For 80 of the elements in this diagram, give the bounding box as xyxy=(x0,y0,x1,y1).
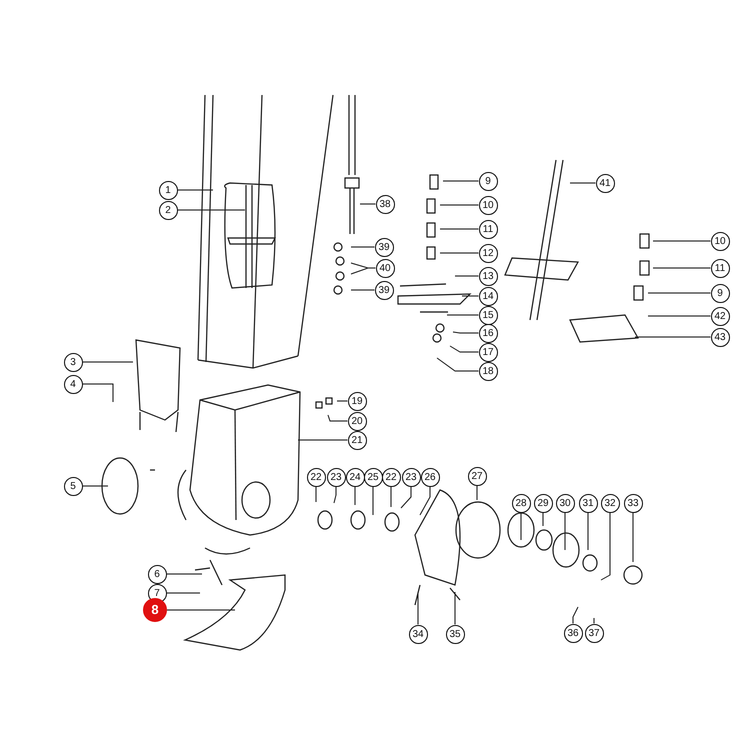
callout-number: 32 xyxy=(600,494,620,512)
leader-line xyxy=(600,512,610,580)
leader-line xyxy=(166,592,200,594)
leader-line xyxy=(452,332,479,334)
leader-line xyxy=(570,182,596,184)
callout-number: 2 xyxy=(158,200,178,220)
callout-number: 23 xyxy=(326,468,346,486)
callout-number: 29 xyxy=(534,494,552,512)
leader-line xyxy=(354,486,356,506)
callout-number: 42 xyxy=(710,306,730,326)
callout-number: 22 xyxy=(382,468,400,486)
leader-line xyxy=(632,512,634,562)
leader-line xyxy=(436,358,479,372)
leader-line xyxy=(350,268,376,274)
callout-number: 11 xyxy=(478,220,498,238)
callout-number: 17 xyxy=(478,342,498,362)
leader-line xyxy=(442,180,479,182)
callout-number: 26 xyxy=(420,468,440,486)
callout-number: 16 xyxy=(478,324,498,342)
leader-line xyxy=(420,486,430,516)
callout-number: 3 xyxy=(64,352,82,372)
callout-number: 14 xyxy=(478,286,498,306)
leader-line xyxy=(390,486,392,508)
leader-line xyxy=(440,252,479,254)
callout-number: 6 xyxy=(148,564,166,584)
callout-number: 18 xyxy=(478,362,498,380)
callout-number: 24 xyxy=(346,468,364,486)
leader-line xyxy=(652,240,711,242)
leader-line xyxy=(400,486,412,508)
leader-line xyxy=(334,486,336,504)
leader-line xyxy=(440,228,479,230)
leader-line xyxy=(572,606,578,624)
leader-line xyxy=(328,414,348,422)
callout-number: 39 xyxy=(374,280,394,300)
callout-number: 30 xyxy=(556,494,574,512)
callout-number: 15 xyxy=(478,306,498,324)
callout-number: 37 xyxy=(584,624,604,642)
callout-number: 11 xyxy=(710,258,730,278)
callout-number: 19 xyxy=(348,392,366,410)
callout-number: 4 xyxy=(64,374,82,394)
callout-number: 20 xyxy=(348,412,366,430)
callout-number: 9 xyxy=(478,172,498,190)
callout-number: 12 xyxy=(478,244,498,262)
callout-number: 13 xyxy=(478,266,498,286)
leader-line xyxy=(82,384,114,402)
leader-line xyxy=(476,485,478,500)
leader-line xyxy=(440,204,479,206)
leader-line xyxy=(350,246,375,248)
leader-line xyxy=(454,592,456,625)
leader-line xyxy=(520,512,522,540)
callout-number: 8 xyxy=(143,598,167,622)
callout-number: 39 xyxy=(374,238,394,256)
callout-number: 10 xyxy=(710,232,730,250)
callout-number: 23 xyxy=(402,468,420,486)
callout-number: 33 xyxy=(624,494,642,512)
callout-number: 31 xyxy=(578,494,598,512)
callout-number: 9 xyxy=(710,284,730,302)
callout-number: 38 xyxy=(376,194,394,214)
leader-line xyxy=(634,336,711,338)
callout-number: 40 xyxy=(376,258,394,278)
leader-line xyxy=(450,346,479,352)
callout-number: 27 xyxy=(468,466,486,486)
callout-number: 21 xyxy=(348,430,366,450)
callout-number: 34 xyxy=(408,624,428,644)
callout-number: 35 xyxy=(446,624,464,644)
callout-number: 43 xyxy=(710,328,730,346)
callout-number: 41 xyxy=(596,174,614,192)
callout-number: 36 xyxy=(564,624,582,642)
callout-number: 28 xyxy=(512,494,530,512)
callout-number: 1 xyxy=(158,180,178,200)
leader-line xyxy=(372,486,374,516)
leader-line xyxy=(446,314,479,316)
leader-line xyxy=(336,400,348,402)
callout-number: 25 xyxy=(364,468,382,486)
callout-number: 5 xyxy=(64,476,82,496)
callout-number: 10 xyxy=(478,196,498,214)
leader-line xyxy=(648,292,711,294)
callout-number: 22 xyxy=(306,468,326,486)
leader-line xyxy=(564,512,566,550)
leader-line xyxy=(542,512,544,526)
